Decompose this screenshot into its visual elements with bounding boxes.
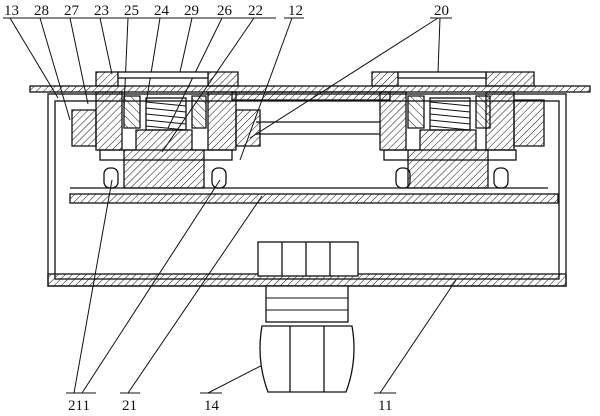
label-14: 14 [204, 398, 220, 414]
label-26: 26 [217, 3, 233, 19]
label-211: 211 [68, 398, 90, 414]
label-13: 13 [4, 3, 19, 19]
label-23: 23 [94, 3, 109, 19]
label-21: 21 [122, 398, 137, 414]
label-25: 25 [124, 3, 139, 19]
label-underlines [3, 17, 452, 394]
connector-right [371, 71, 545, 189]
labels-bottom: 211 21 14 11 [68, 398, 392, 414]
label-12: 12 [288, 3, 303, 19]
cable-gland-14 [257, 241, 359, 393]
label-24: 24 [154, 3, 170, 19]
board-21 [69, 187, 559, 204]
label-27: 27 [64, 3, 80, 19]
connector-left [71, 71, 261, 189]
label-29: 29 [184, 3, 199, 19]
label-22: 22 [248, 3, 263, 19]
label-11: 11 [378, 398, 392, 414]
labels-top: 13 28 27 23 25 24 29 26 22 12 20 [4, 3, 449, 19]
label-28: 28 [34, 3, 49, 19]
label-20: 20 [434, 3, 449, 19]
